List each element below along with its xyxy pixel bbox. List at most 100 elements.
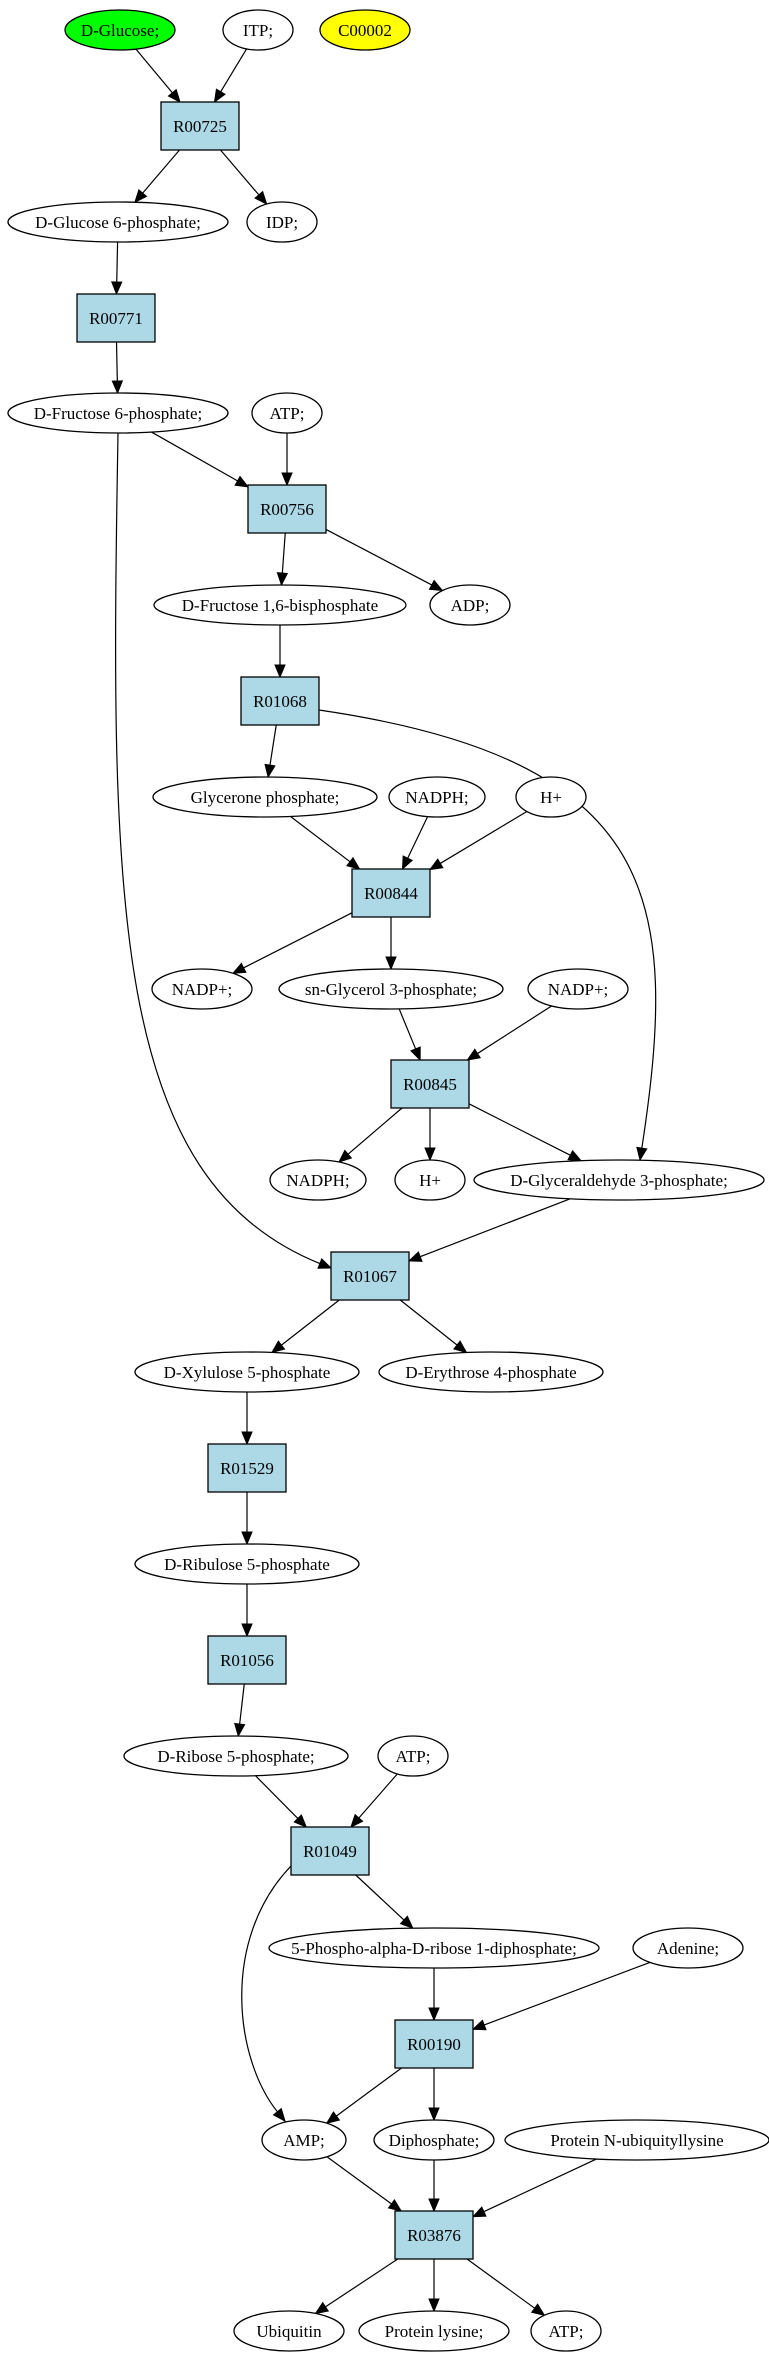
compound-node-nadph2-label: NADPH; (286, 1171, 349, 1190)
compound-node-r5p[interactable]: D-Ribose 5-phosphate; (123, 1735, 349, 1777)
edge-c-fru6p-to-r-r01067 (115, 432, 333, 1269)
reaction-node-r01529[interactable]: R01529 (207, 1443, 287, 1493)
edge-r-r03876-to-c-ubiquitin-arrowhead (314, 2301, 330, 2315)
edge-r-r00725-to-c-glc6p-line (141, 149, 180, 195)
compound-node-fru6p-label: D-Fructose 6-phosphate; (34, 404, 203, 423)
compound-node-nadpplus2-label: NADP+; (548, 980, 609, 999)
compound-node-gap-label: D-Glyceraldehyde 3-phosphate; (510, 1171, 728, 1190)
reaction-node-r00771[interactable]: R00771 (76, 293, 156, 343)
compound-node-fbp-shape (153, 584, 407, 626)
reaction-node-r01056[interactable]: R01056 (207, 1635, 287, 1685)
compound-node-adp[interactable]: ADP; (429, 584, 511, 626)
edge-c-nadpplus2-to-r-r00845 (466, 1005, 552, 1061)
compound-node-g3p[interactable]: sn-Glycerol 3-phosphate; (278, 968, 504, 1010)
edge-c-r5p-to-r-r01049-arrowhead (293, 1814, 308, 1828)
compound-node-atp3[interactable]: ATP; (530, 2310, 602, 2352)
edge-r-r01067-to-c-xu5p (270, 1299, 340, 1354)
compound-node-gap[interactable]: D-Glyceraldehyde 3-phosphate; (473, 1159, 765, 1201)
compound-node-g3p-label: sn-Glycerol 3-phosphate; (305, 980, 477, 999)
edge-c-gap-to-r-r01067-arrowhead (407, 1251, 423, 1262)
reaction-node-r01068[interactable]: R01068 (240, 676, 320, 726)
compound-node-e4p-shape (378, 1351, 604, 1393)
compound-node-ubiquitin[interactable]: Ubiquitin (233, 2310, 345, 2352)
reaction-node-r00845[interactable]: R00845 (390, 1059, 470, 1109)
compound-node-protub[interactable]: Protein N-ubiquityllysine (504, 2119, 769, 2161)
compound-node-ppi[interactable]: Diphosphate; (373, 2119, 495, 2161)
compound-node-e4p[interactable]: D-Erythrose 4-phosphate (378, 1351, 604, 1393)
compound-node-fbp[interactable]: D-Fructose 1,6-bisphosphate (153, 584, 407, 626)
reaction-node-r03876[interactable]: R03876 (394, 2210, 474, 2260)
edge-c-fru6p-to-r-r01067-arrowhead (317, 1258, 333, 1269)
compound-node-adenine-label: Adenine; (657, 1939, 719, 1958)
edge-r-r00771-to-c-fru6p-arrowhead (111, 380, 124, 395)
reaction-node-r00771-label: R00771 (89, 309, 143, 328)
edge-r-r00756-to-c-adp-line (325, 528, 433, 586)
edge-r-r03876-to-c-atp3-line (466, 2258, 536, 2310)
edge-r-r00725-to-c-glc6p (134, 149, 180, 204)
compound-node-xu5p[interactable]: D-Xylulose 5-phosphate (134, 1351, 360, 1393)
edge-c-r5p-to-r-r01049-line (255, 1775, 299, 1820)
compound-node-nadpplus2-shape (527, 968, 629, 1010)
compound-node-ubiquitin-label: Ubiquitin (256, 2322, 322, 2341)
edge-r-r00725-to-c-idp-line (220, 149, 260, 197)
compound-node-nadph2[interactable]: NADPH; (269, 1159, 367, 1201)
compound-node-nadph1[interactable]: NADPH; (388, 776, 486, 818)
edge-r-r01529-to-c-ru5p-arrowhead (241, 1531, 253, 1546)
edge-r-r00756-to-c-fbp-arrowhead (276, 572, 289, 587)
edge-c-nadph1-to-r-r00844-line (406, 816, 429, 860)
reaction-node-r01049[interactable]: R01049 (290, 1826, 370, 1876)
reaction-node-r00845-box (390, 1059, 470, 1109)
compound-node-protub-label: Protein N-ubiquityllysine (550, 2131, 723, 2150)
compound-node-atp1[interactable]: ATP; (251, 392, 323, 434)
reaction-node-r00756[interactable]: R00756 (247, 484, 327, 534)
compound-node-hplus2[interactable]: H+ (394, 1159, 466, 1201)
reaction-node-r01067[interactable]: R01067 (330, 1251, 410, 1301)
edge-c-r5p-to-r-r01049 (255, 1775, 308, 1828)
edge-r-r00845-to-c-nadph2-arrowhead (337, 1149, 353, 1163)
compound-node-itp[interactable]: ITP; (222, 9, 294, 51)
edge-c-fru6p-to-r-r00756-arrowhead (234, 475, 250, 488)
edge-c-dhap-to-r-r00844 (290, 815, 361, 870)
compound-node-atp1-shape (251, 392, 323, 434)
edge-r-r01068-to-c-gap (318, 709, 657, 1162)
compound-node-glucose-shape (64, 9, 176, 51)
compound-node-fru6p[interactable]: D-Fructose 6-phosphate; (7, 392, 229, 434)
compound-node-atp2[interactable]: ATP; (377, 1735, 449, 1777)
edge-c-adenine-to-r-r00190-arrowhead (471, 2019, 487, 2031)
edge-r-r01068-to-c-gap-line (318, 709, 657, 1150)
edge-c-atp2-to-r-r01049-arrowhead (350, 1813, 364, 1828)
reaction-node-r00725[interactable]: R00725 (160, 101, 240, 151)
compound-node-ru5p[interactable]: D-Ribulose 5-phosphate (134, 1543, 360, 1585)
edge-r-r03876-to-c-protlys-arrowhead (428, 2298, 440, 2313)
edge-r-r01067-to-c-e4p-line (399, 1299, 459, 1347)
compound-node-protlys[interactable]: Protein lysine; (358, 2310, 510, 2352)
edge-r-r00756-to-c-fbp (276, 532, 289, 587)
compound-node-nadpplus2[interactable]: NADP+; (527, 968, 629, 1010)
edge-r-r00725-to-c-idp (220, 149, 268, 206)
edge-r-r01056-to-c-r5p-line (238, 1683, 245, 1726)
edge-r-r03876-to-c-atp3 (466, 2258, 546, 2317)
compound-node-glc6p[interactable]: D-Glucose 6-phosphate; (7, 201, 229, 243)
compound-node-hplus2-label: H+ (419, 1171, 441, 1190)
compound-node-prpp[interactable]: 5-Phospho-alpha-D-ribose 1-diphosphate; (268, 1927, 600, 1969)
reaction-node-r00844[interactable]: R00844 (351, 868, 431, 918)
compound-node-amp[interactable]: AMP; (261, 2119, 347, 2161)
compound-node-c00002[interactable]: C00002 (319, 9, 411, 51)
edge-r-r00845-to-c-nadph2 (337, 1107, 403, 1163)
compound-node-glucose[interactable]: D-Glucose; (64, 9, 176, 51)
compound-node-itp-label: ITP; (243, 21, 273, 40)
compound-node-e4p-label: D-Erythrose 4-phosphate (405, 1363, 576, 1382)
reaction-node-r01529-box (207, 1443, 287, 1493)
reaction-node-r00190[interactable]: R00190 (394, 2019, 474, 2069)
compound-node-adenine[interactable]: Adenine; (632, 1927, 744, 1969)
compound-node-idp[interactable]: IDP; (246, 201, 318, 243)
edge-c-itp-to-r-r00725-arrowhead (213, 88, 226, 104)
compound-node-ru5p-label: D-Ribulose 5-phosphate (164, 1555, 330, 1574)
compound-node-nadpplus1[interactable]: NADP+; (151, 968, 253, 1010)
compound-node-hplus1[interactable]: H+ (515, 776, 587, 818)
compound-node-dhap[interactable]: Glycerone phosphate; (152, 776, 378, 818)
edge-c-nadpplus2-to-r-r00845-line (476, 1005, 552, 1055)
edge-r-r00190-to-c-ppi (428, 2068, 440, 2122)
edge-c-hplus1-to-r-r00844-line (439, 810, 528, 865)
